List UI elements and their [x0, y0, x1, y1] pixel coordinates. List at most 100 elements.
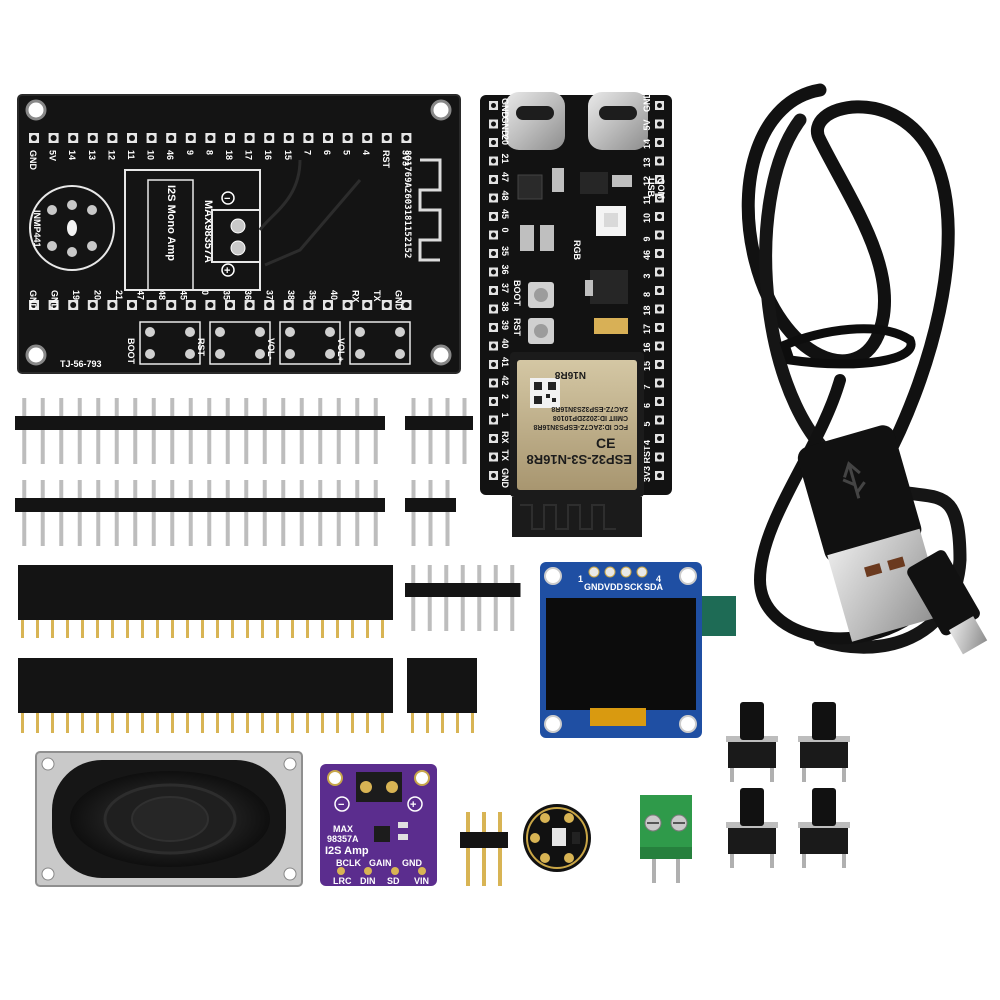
module-fcc-line-2: CMIIT ID:2022DP10108 [553, 414, 628, 421]
oled-pin-label: SCK [624, 582, 644, 592]
carrier-plus-sign: + [224, 265, 230, 277]
oled-pin-label: GND [584, 582, 605, 592]
amp-bottom-pin-label: VIN [414, 876, 429, 886]
micro-usb-plug-body [907, 550, 980, 636]
carrier-bottom-pin-label: 38 [286, 290, 296, 300]
dev-right-pin-label: 8 [642, 292, 652, 297]
amp-bottom-pin-label: LRC [333, 876, 352, 886]
dev-left-pin-label: 38 [500, 302, 510, 312]
usb-c-port-left [505, 92, 565, 150]
carrier-button-label: VOL- [266, 338, 276, 360]
male-header-20pin-1 [15, 398, 385, 464]
tactile-button [726, 788, 778, 868]
dev-left-pin-label: RX [500, 431, 510, 444]
dev-right-pin-label: 4 [642, 440, 652, 445]
dev-right-pin-label: 12 [642, 176, 652, 186]
carrier-top-pin-label: 12 [106, 150, 116, 160]
carrier-bottom-pin-label: 47 [136, 290, 146, 300]
carrier-bottom-pin-label: GND [28, 290, 38, 311]
dev-left-pin-label: 21 [500, 154, 510, 164]
dev-right-pin-label: 11 [642, 195, 652, 205]
carrier-bottom-pin-label: 35 [222, 290, 232, 300]
carrier-bottom-pin-label: 0 [200, 290, 210, 295]
usb-symbol-icon [842, 461, 866, 499]
carrier-bottom-pin-label: 20 [93, 290, 103, 300]
dev-label-com: COM [656, 178, 666, 199]
dev-right-pin-label: 7 [642, 384, 652, 389]
carrier-top-pin-label: 11 [126, 150, 136, 160]
carrier-bottom-pin-label: 36 [243, 290, 253, 300]
dev-right-pin-label: 16 [642, 342, 652, 352]
carrier-top-pin-label: 6 [322, 150, 332, 155]
female-header-short [407, 658, 477, 713]
carrier-bottom-pin-label: 39 [308, 290, 318, 300]
carrier-button-footprint [279, 321, 341, 365]
module-name: ESP32-S3-N16R8 [527, 452, 633, 467]
dev-right-pin-label: 13 [642, 157, 652, 167]
carrier-bottom-pin-label: 48 [157, 290, 167, 300]
usb-a-plug-body [797, 425, 922, 563]
female-header-long-1 [18, 565, 393, 620]
carrier-button-footprint [139, 321, 201, 365]
carrier-top-pin-label: 9 [185, 150, 195, 155]
dev-left-pin-label: 36 [500, 265, 510, 275]
oled-pin-number-1: 1 [578, 574, 583, 584]
carrier-top-pin-label: 5 [342, 150, 352, 155]
oled-pin-number-4: 4 [656, 574, 661, 584]
dev-right-pin-label: 10 [642, 213, 652, 223]
female-header-long-2 [18, 658, 393, 713]
carrier-top-pin-label: 17 [244, 150, 254, 160]
carrier-top-pin-label: 4 [361, 150, 371, 155]
carrier-bottom-pin-label: 45 [179, 290, 189, 300]
dev-left-pin-label: GND [500, 98, 510, 119]
carrier-bottom-pin-label: 21 [114, 290, 124, 300]
dev-right-pin-label: 9 [642, 236, 652, 241]
oled-pin-label: VDD [604, 582, 624, 592]
dev-left-header-holes [489, 101, 498, 480]
carrier-amp-title: I2S Mono Amp [165, 185, 177, 261]
speaker [35, 751, 303, 887]
carrier-top-header-holes [29, 133, 412, 143]
dev-right-pin-label: 46 [642, 250, 652, 260]
amp-top-pin-label: BCLK [336, 858, 361, 868]
module-fcc-line-3: 2AC7Z-ESP32S3N16R8 [551, 405, 628, 412]
dev-left-pin-label: 41 [500, 357, 510, 367]
dev-right-pin-label: 5 [642, 421, 652, 426]
dev-right-pin-label: GND [642, 92, 652, 113]
tactile-button [798, 702, 850, 782]
dev-left-pin-label: 1 [500, 413, 510, 418]
amp-title-line3: I2S Amp [325, 845, 369, 857]
male-header-7pin [405, 565, 521, 631]
male-header-3pin-1 [405, 480, 456, 546]
dev-right-header-holes [655, 101, 664, 480]
carrier-bottom-pin-label: 37 [265, 290, 275, 300]
female-headers [18, 565, 477, 733]
male-pin-headers [15, 398, 521, 631]
carrier-top-pin-label: GND [28, 150, 38, 171]
carrier-model: TJ-56-793 [60, 359, 102, 369]
dev-right-pin-label: 18 [642, 305, 652, 315]
dev-left-pin-label: 42 [500, 376, 510, 386]
dev-right-pin-label: 3V3 [642, 466, 652, 482]
carrier-button-footprint [209, 321, 271, 365]
dev-left-pin-label: 37 [500, 283, 510, 293]
dev-left-pin-label: 45 [500, 209, 510, 219]
carrier-bottom-pin-label: GND [394, 290, 404, 311]
oled-screen [546, 598, 696, 710]
esp32-s3-dev-board: GNDGND20214748450353637383940414221RXTXG… [480, 92, 672, 537]
dev-left-pin-label: GND [500, 117, 510, 138]
carrier-button-label: BOOT [126, 338, 136, 365]
carrier-top-pin-label: 18 [224, 150, 234, 160]
carrier-top-pin-label: 16 [263, 150, 273, 160]
oled-pin-holes [588, 566, 648, 578]
screw-terminal [640, 795, 692, 883]
